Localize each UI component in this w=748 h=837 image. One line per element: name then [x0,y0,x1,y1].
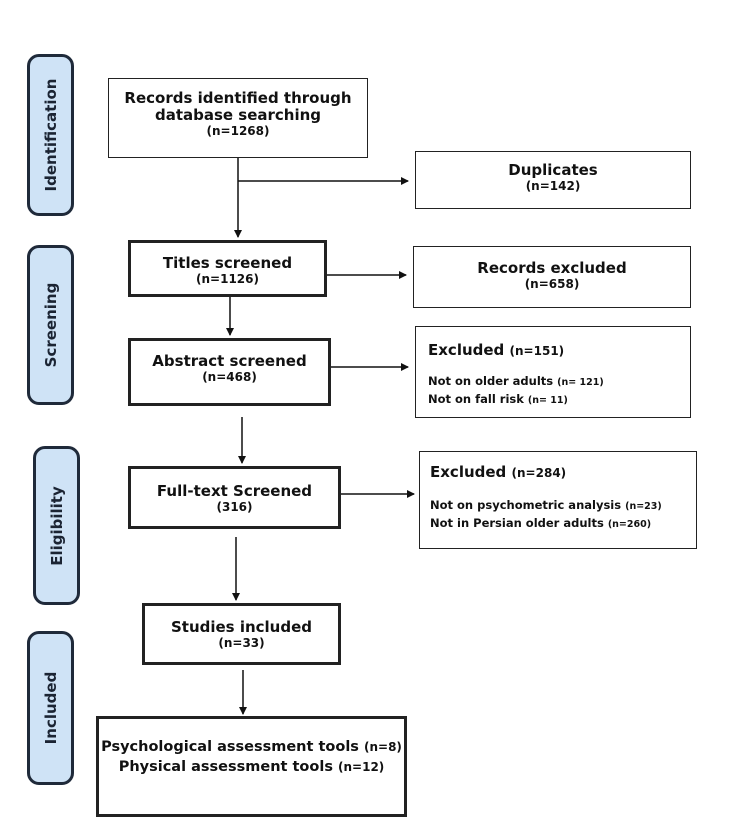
fulltext-screened-title: Full-text Screened [156,482,313,500]
box-fulltext-screened: Full-text Screened (316) [128,466,341,529]
abstract-screened-title: Abstract screened [152,352,307,370]
excluded-fulltext-heading: Excluded (n=284) [430,463,696,481]
reason-count: (n= 11) [527,395,568,406]
duplicates-count: (n=142) [525,179,581,193]
excluded-abstract-count: (n=151) [509,344,565,358]
studies-included-title: Studies included [170,618,313,636]
reason-text: Not in Persian older adults [430,516,604,530]
excluded-fulltext-reason-1: Not on psychometric analysis (n=23) [430,497,696,515]
reason-count: (n=260) [607,519,652,530]
tools-count: (n=8) [364,740,402,754]
excluded-fulltext-title: Excluded [430,463,507,481]
excluded-abstract-reason-2: Not on fall risk (n= 11) [428,391,690,409]
stage-eligibility: Eligibility [33,446,80,605]
reason-count: (n=23) [625,501,662,512]
box-duplicates: Duplicates (n=142) [415,151,691,209]
box-records-identified: Records identified through database sear… [108,78,368,158]
fulltext-screened-count: (316) [216,500,253,514]
titles-screened-count: (n=1126) [196,272,259,286]
tools-line-psychological: Psychological assessment tools (n=8) [99,737,404,757]
box-titles-screened: Titles screened (n=1126) [128,240,327,297]
stage-included: Included [27,631,74,785]
tools-text: Physical assessment tools [118,759,333,775]
tools-text: Psychological assessment tools [101,739,359,755]
excluded-fulltext-count: (n=284) [511,466,567,480]
reason-text: Not on fall risk [428,392,524,406]
box-excluded-fulltext: Excluded (n=284) Not on psychometric ana… [419,451,697,549]
excluded-abstract-reason-1: Not on older adults (n= 121) [428,373,690,391]
reason-text: Not on older adults [428,374,554,388]
excluded-fulltext-reason-2: Not in Persian older adults (n=260) [430,515,696,533]
tools-count: (n=12) [338,760,385,774]
records-identified-count: (n=1268) [206,124,270,138]
records-excluded-title: Records excluded [477,259,627,277]
stage-identification: Identification [27,54,74,216]
excluded-abstract-title: Excluded [428,341,505,359]
records-excluded-count: (n=658) [524,277,580,291]
abstract-screened-count: (n=468) [202,370,257,384]
reason-count: (n= 121) [557,377,604,388]
box-abstract-screened: Abstract screened (n=468) [128,338,331,406]
box-records-excluded: Records excluded (n=658) [413,246,691,308]
reason-text: Not on psychometric analysis [430,498,622,512]
stage-screening: Screening [27,245,74,405]
tools-line-physical: Physical assessment tools (n=12) [99,757,404,777]
excluded-abstract-heading: Excluded (n=151) [428,341,690,359]
studies-included-count: (n=33) [218,636,265,650]
duplicates-title: Duplicates [508,161,598,179]
records-identified-title: Records identified through database sear… [124,89,352,124]
box-studies-included: Studies included (n=33) [142,603,341,665]
box-assessment-tools: Psychological assessment tools (n=8) Phy… [96,716,407,817]
box-excluded-abstract: Excluded (n=151) Not on older adults (n=… [415,326,691,418]
titles-screened-title: Titles screened [162,254,293,272]
